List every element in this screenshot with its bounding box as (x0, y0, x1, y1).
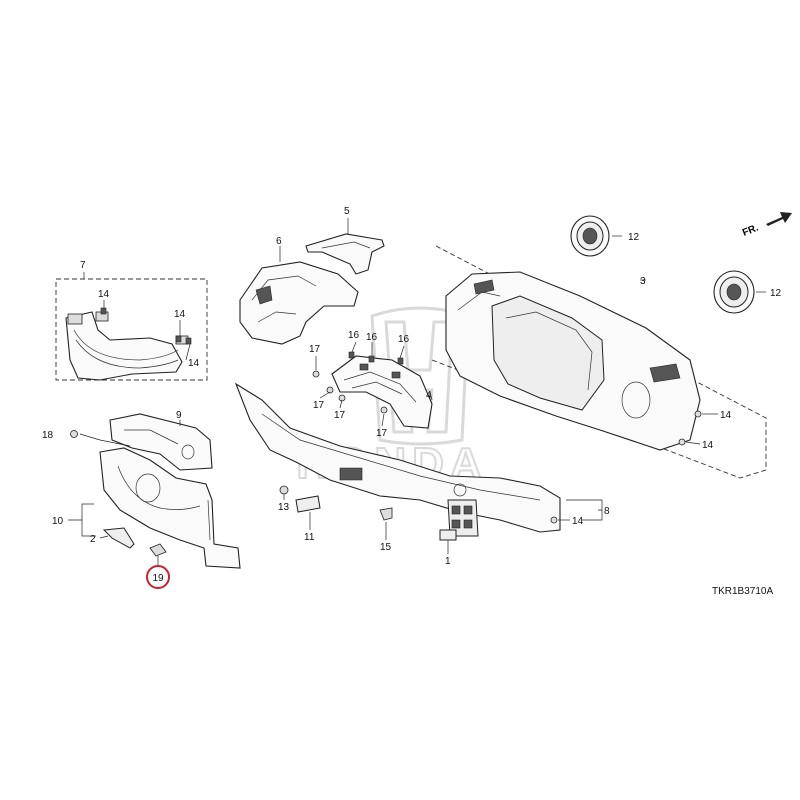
callout-1: 1 (445, 556, 451, 567)
callout-14-f: 14 (572, 516, 584, 527)
callout-11: 11 (304, 532, 315, 543)
part-2-trim-strip (102, 527, 135, 549)
part-6-column-cover (239, 261, 359, 345)
callout-14-e: 14 (702, 440, 714, 451)
callout-17-b: 17 (313, 400, 325, 411)
part-3-dashboard (445, 271, 701, 451)
part-11-clip (295, 495, 321, 513)
callout-14-c: 14 (188, 358, 200, 369)
callout-17-a: 17 (309, 344, 321, 355)
callout-8: 8 (604, 506, 610, 517)
part-18-screw (70, 430, 78, 438)
callout-2: 2 (90, 534, 96, 545)
highlighted-callout-19: 19 (146, 565, 170, 589)
callout-7: 7 (80, 260, 86, 271)
callout-5: 5 (344, 206, 350, 217)
callout-labels: 7 14 14 14 6 5 16 16 16 17 17 17 17 4 12… (42, 206, 782, 567)
direction-label: FR. (741, 222, 760, 238)
leader-lines (68, 218, 766, 566)
callout-16-b: 16 (366, 332, 378, 343)
part-8-lower-panel (234, 382, 561, 537)
callout-16-a: 16 (348, 330, 360, 341)
callout-9: 9 (176, 410, 182, 421)
callout-17-c: 17 (334, 410, 346, 421)
part-5-bracket (305, 233, 385, 275)
callout-3: 3 (640, 276, 646, 287)
bracket-part-7 (55, 278, 208, 381)
part-1-switch (439, 529, 457, 541)
callout-4: 4 (426, 390, 432, 401)
callout-10: 10 (52, 516, 64, 527)
part-12-vent-lower (713, 270, 755, 314)
front-direction-arrow: FR. (741, 212, 792, 239)
callout-15: 15 (380, 542, 392, 553)
callout-12-b: 12 (770, 288, 782, 299)
callout-14-d: 14 (720, 410, 732, 421)
callout-14-a: 14 (98, 289, 110, 300)
callout-17-d: 17 (376, 428, 388, 439)
callout-12-a: 12 (628, 232, 640, 243)
callout-19: 19 (152, 573, 164, 584)
part-15-fastener (379, 507, 393, 521)
part-7-wire-harness (65, 311, 189, 381)
callout-18: 18 (42, 430, 54, 441)
part-12-vent-upper (570, 215, 610, 257)
part-19-clip (149, 543, 167, 557)
fastener-markers (100, 307, 702, 524)
part-10-knee-cover-lower (99, 447, 241, 569)
callout-13: 13 (278, 502, 290, 513)
callout-14-b: 14 (174, 309, 186, 320)
callout-6: 6 (276, 236, 282, 247)
part-13-screw (279, 485, 289, 495)
part-9-knee-cover-upper (109, 413, 213, 471)
callout-16-c: 16 (398, 334, 410, 345)
diagram-code: TKR1B3710A (712, 586, 773, 597)
part-4-panel (331, 355, 433, 429)
